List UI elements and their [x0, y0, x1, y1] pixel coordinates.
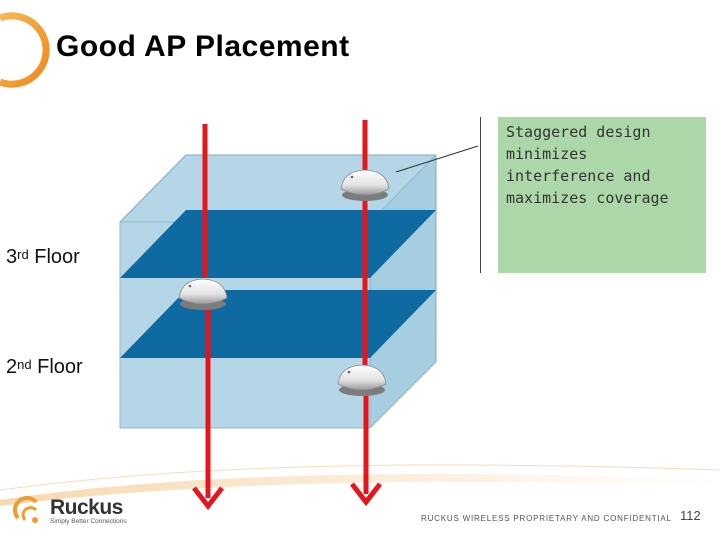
- logo-wordmark: Ruckus: [50, 496, 123, 519]
- floor-2-number: 2: [6, 356, 18, 378]
- logo-tagline: Simply Better Connections: [50, 518, 127, 525]
- floor-2-word: Floor: [31, 356, 83, 378]
- callout-box: Staggered design minimizes interference …: [498, 117, 706, 273]
- floor-label-3: 3rd Floor: [6, 246, 80, 269]
- access-point-icon: [337, 364, 387, 396]
- floor-3-suffix: rd: [17, 247, 29, 262]
- floor-plane-3: [120, 210, 436, 278]
- right-signal-arrow: [350, 120, 382, 507]
- page-number: 112: [680, 508, 701, 523]
- floor-3-word: Floor: [28, 246, 80, 268]
- callout-bracket: [480, 117, 481, 273]
- footer-confidential: RUCKUS WIRELESS PROPRIETARY AND CONFIDEN…: [421, 514, 672, 523]
- callout-text: Staggered design minimizes interference …: [506, 123, 669, 207]
- floor-label-2: 2nd Floor: [6, 356, 83, 379]
- access-point-icon: [178, 278, 228, 310]
- orange-ring-decoration: [0, 12, 50, 88]
- floor-3-number: 3: [6, 246, 18, 268]
- slide-title: Good AP Placement: [56, 30, 350, 63]
- ruckus-logo-icon: [12, 495, 38, 523]
- floor-2-suffix: nd: [17, 357, 32, 372]
- access-point-icon: [340, 169, 390, 201]
- left-signal-arrow: [192, 124, 224, 511]
- bottom-swoosh-decoration: [0, 464, 720, 506]
- callout-pointer-line: [395, 145, 479, 173]
